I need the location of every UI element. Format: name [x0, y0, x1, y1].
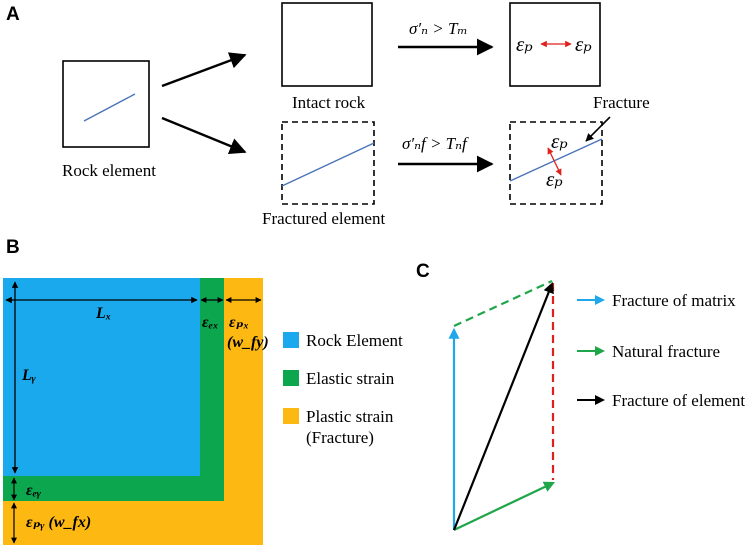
wfy-label: (w_fy): [227, 334, 269, 351]
panel-c-letter: C: [416, 261, 430, 282]
arrow-to-fractured: [161, 116, 247, 155]
panel-b-letter: B: [6, 237, 20, 258]
panel-b: B Lₓ Lᵧ εₑₓ εₚₓ (w_fy) εₑᵧ εₚᵧ (w_fx) Ro…: [3, 237, 403, 545]
element-fracture-vector: [452, 281, 554, 531]
eps-p-upper: εₚ: [551, 129, 568, 153]
rock-element-label: Rock element: [62, 161, 156, 180]
legend-elastic-strain-label: Elastic strain: [306, 369, 395, 388]
fractured-element-label: Fractured element: [262, 209, 385, 228]
legend-plastic-strain-swatch: [283, 408, 299, 424]
panel-c: C Fracture of matrix Natural fracture Fr…: [416, 261, 745, 531]
panel-a-letter: A: [6, 4, 20, 25]
eps-ey-label: εₑᵧ: [26, 482, 41, 499]
legend-rock-element-swatch: [283, 332, 299, 348]
condition-top: σ′ₙ > Tₘ: [409, 19, 468, 38]
fracture-label: Fracture: [593, 93, 650, 112]
fractured-element-box: [281, 121, 375, 205]
legend-natural-label: Natural fracture: [612, 342, 720, 361]
natural-fracture-vector: [453, 481, 555, 531]
rock-element-fracture-line: [83, 93, 136, 122]
fractured-element-line: [281, 142, 375, 187]
condition-bottom: σ′ₙf > Tₙf: [402, 134, 469, 153]
ly-label: Lᵧ: [21, 367, 36, 384]
eps-p-left: εₚ: [516, 32, 533, 56]
dashed-green-side: [453, 280, 553, 327]
intact-rock-box: [281, 2, 373, 87]
fracture-pointer-arrow: [585, 116, 611, 142]
rock-element-region: [3, 278, 200, 476]
intact-rock-label: Intact rock: [292, 93, 366, 112]
legend-matrix-label: Fracture of matrix: [612, 291, 736, 310]
intact-result-box: [509, 2, 601, 87]
eps-ex-label: εₑₓ: [202, 314, 218, 331]
eps-py-label: εₚᵧ (w_fx): [26, 514, 91, 531]
panel-a: A Rock element Intact rock Fractured ele…: [6, 2, 650, 228]
eps-px-label: εₚₓ: [229, 314, 249, 331]
eps-p-lower: εₚ: [546, 167, 563, 191]
legend-element-label: Fracture of element: [612, 391, 745, 410]
legend-fracture-sublabel: (Fracture): [306, 428, 374, 447]
legend-rock-element-label: Rock Element: [306, 331, 403, 350]
legend-plastic-strain-label: Plastic strain: [306, 407, 394, 426]
lx-label: Lₓ: [95, 305, 111, 322]
eps-p-right: εₚ: [575, 32, 592, 56]
rock-element-box: [62, 60, 150, 148]
strain-arrow-diagonal: [547, 147, 562, 176]
fractured-result-box: [509, 121, 603, 205]
legend-elastic-strain-swatch: [283, 370, 299, 386]
arrow-to-intact: [161, 52, 247, 88]
